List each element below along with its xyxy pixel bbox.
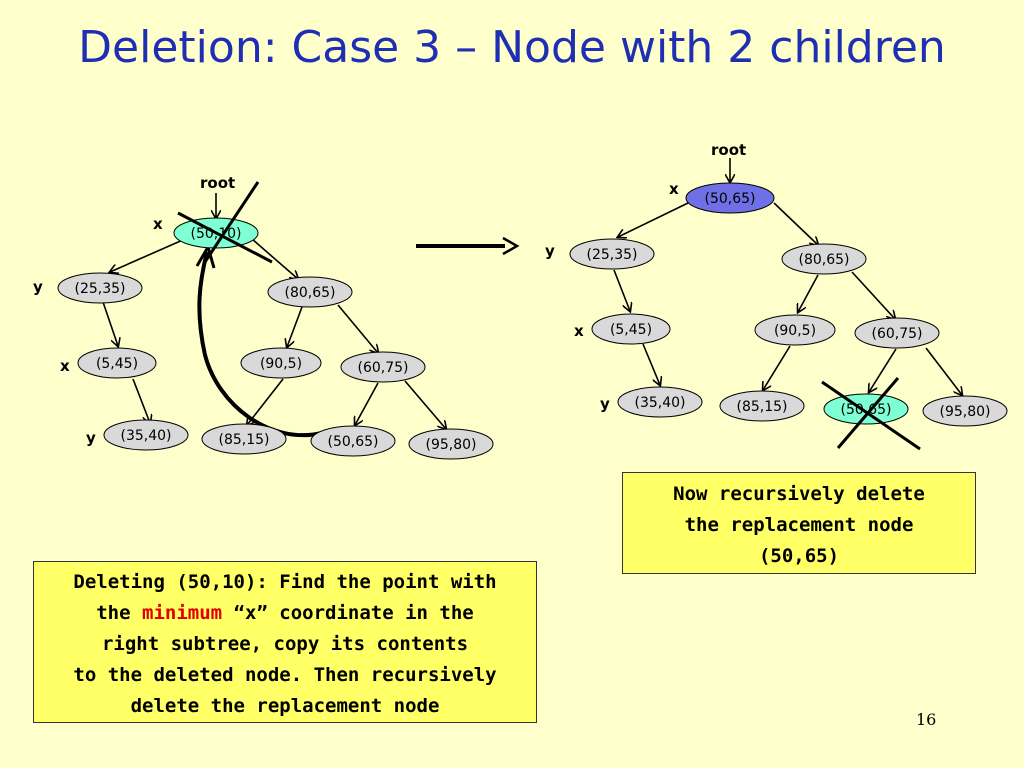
left-level-label-y: y	[86, 429, 96, 447]
edge	[618, 202, 689, 237]
node-label: (35,40)	[634, 395, 685, 411]
right-node-5-45: (5,45)	[591, 313, 671, 345]
left-box-text: the	[96, 602, 142, 624]
edge	[798, 274, 819, 312]
left-node-85-15: (85,15)	[201, 423, 287, 455]
node-label: (25,35)	[586, 247, 637, 263]
node-label: (90,5)	[260, 356, 302, 372]
node-label: (80,65)	[284, 285, 335, 301]
edge	[404, 380, 446, 429]
right-node-25-35: (25,35)	[569, 238, 655, 270]
node-label: (60,75)	[357, 360, 408, 376]
edge	[102, 301, 118, 346]
node-label: (85,15)	[736, 399, 787, 415]
edge	[869, 348, 897, 392]
edge	[642, 343, 660, 385]
minimum-highlight: minimum	[142, 602, 223, 624]
right-node-50-65-root: (50,65)	[685, 182, 775, 214]
right-node-80-65: (80,65)	[781, 243, 867, 275]
right-level-label-y: y	[545, 242, 555, 260]
left-level-label-x: x	[153, 215, 163, 233]
edge	[851, 271, 895, 319]
left-box-line: delete the replacement node	[130, 695, 440, 717]
left-tree-edges	[102, 193, 446, 429]
node-label: (80,65)	[798, 252, 849, 268]
right-node-50-65-replacement: (50,65)	[823, 393, 909, 425]
page-title: Deletion: Case 3 – Node with 2 children	[78, 22, 946, 73]
left-tree-nodes: (50,10) (25,35) (80,65) (5,45) (90,5) (6…	[57, 217, 494, 460]
left-box-text: “x” coordinate in the	[222, 602, 474, 624]
left-node-90-5: (90,5)	[240, 347, 322, 379]
left-box-line: to the deleted node. Then recursively	[73, 664, 497, 686]
page-number: 16	[916, 710, 937, 729]
right-delete-cross	[821, 377, 921, 451]
left-node-50-65: (50,65)	[310, 425, 396, 457]
edge	[925, 347, 962, 395]
right-node-85-15: (85,15)	[719, 390, 805, 422]
left-node-35-40: (35,40)	[103, 419, 189, 451]
left-box-line: the minimum “x” coordinate in the	[34, 598, 536, 629]
left-node-95-80: (95,80)	[408, 428, 494, 460]
right-tree-nodes: (50,65) (25,35) (80,65) (5,45) (90,5) (6…	[569, 182, 1008, 427]
edge	[287, 306, 303, 347]
edge	[763, 345, 791, 390]
node-label: (50,65)	[327, 434, 378, 450]
right-box-line: the replacement node	[684, 514, 914, 536]
transition-arrow	[416, 236, 520, 256]
left-box-line: Deleting (50,10): Find the point with	[73, 571, 497, 593]
edge	[251, 238, 298, 279]
right-node-35-40: (35,40)	[617, 386, 703, 418]
right-node-60-75: (60,75)	[854, 317, 940, 349]
edge	[247, 378, 284, 425]
left-explanation-box: Deleting (50,10): Find the point with th…	[33, 561, 537, 723]
left-node-80-65: (80,65)	[267, 276, 353, 308]
right-level-label-x: x	[574, 322, 584, 340]
left-level-label-x: x	[60, 357, 70, 375]
right-explanation-box: Now recursively delete the replacement n…	[622, 472, 976, 574]
node-label: (50,65)	[840, 402, 891, 418]
left-node-60-75: (60,75)	[340, 351, 426, 383]
edge	[132, 378, 150, 423]
node-label: (5,45)	[610, 322, 652, 338]
right-root-label: root	[711, 141, 746, 159]
node-label: (95,80)	[939, 404, 990, 420]
edge	[613, 269, 630, 311]
edge	[355, 382, 379, 425]
left-level-label-y: y	[33, 278, 43, 296]
node-label: (90,5)	[774, 323, 816, 339]
edge	[773, 202, 818, 245]
right-node-90-5: (90,5)	[754, 314, 836, 346]
left-root-label: root	[200, 174, 235, 192]
left-delete-cross	[177, 181, 273, 264]
node-label: (25,35)	[74, 281, 125, 297]
right-box-line: Now recursively delete	[673, 483, 925, 505]
left-box-line: right subtree, copy its contents	[101, 633, 469, 655]
left-node-5-45: (5,45)	[77, 347, 157, 379]
node-label: (85,15)	[218, 432, 269, 448]
node-label: (95,80)	[425, 437, 476, 453]
left-node-25-35: (25,35)	[57, 272, 143, 304]
node-label: (50,65)	[704, 191, 755, 207]
right-tree-edges	[613, 158, 962, 395]
right-box-line: (50,65)	[758, 545, 840, 567]
node-label: (60,75)	[871, 326, 922, 342]
right-level-label-x: x	[669, 180, 679, 198]
right-node-95-80: (95,80)	[922, 395, 1008, 427]
node-label: (5,45)	[96, 356, 138, 372]
edge	[337, 304, 378, 353]
node-label: (35,40)	[120, 428, 171, 444]
edge	[110, 238, 186, 272]
right-level-label-y: y	[600, 395, 610, 413]
